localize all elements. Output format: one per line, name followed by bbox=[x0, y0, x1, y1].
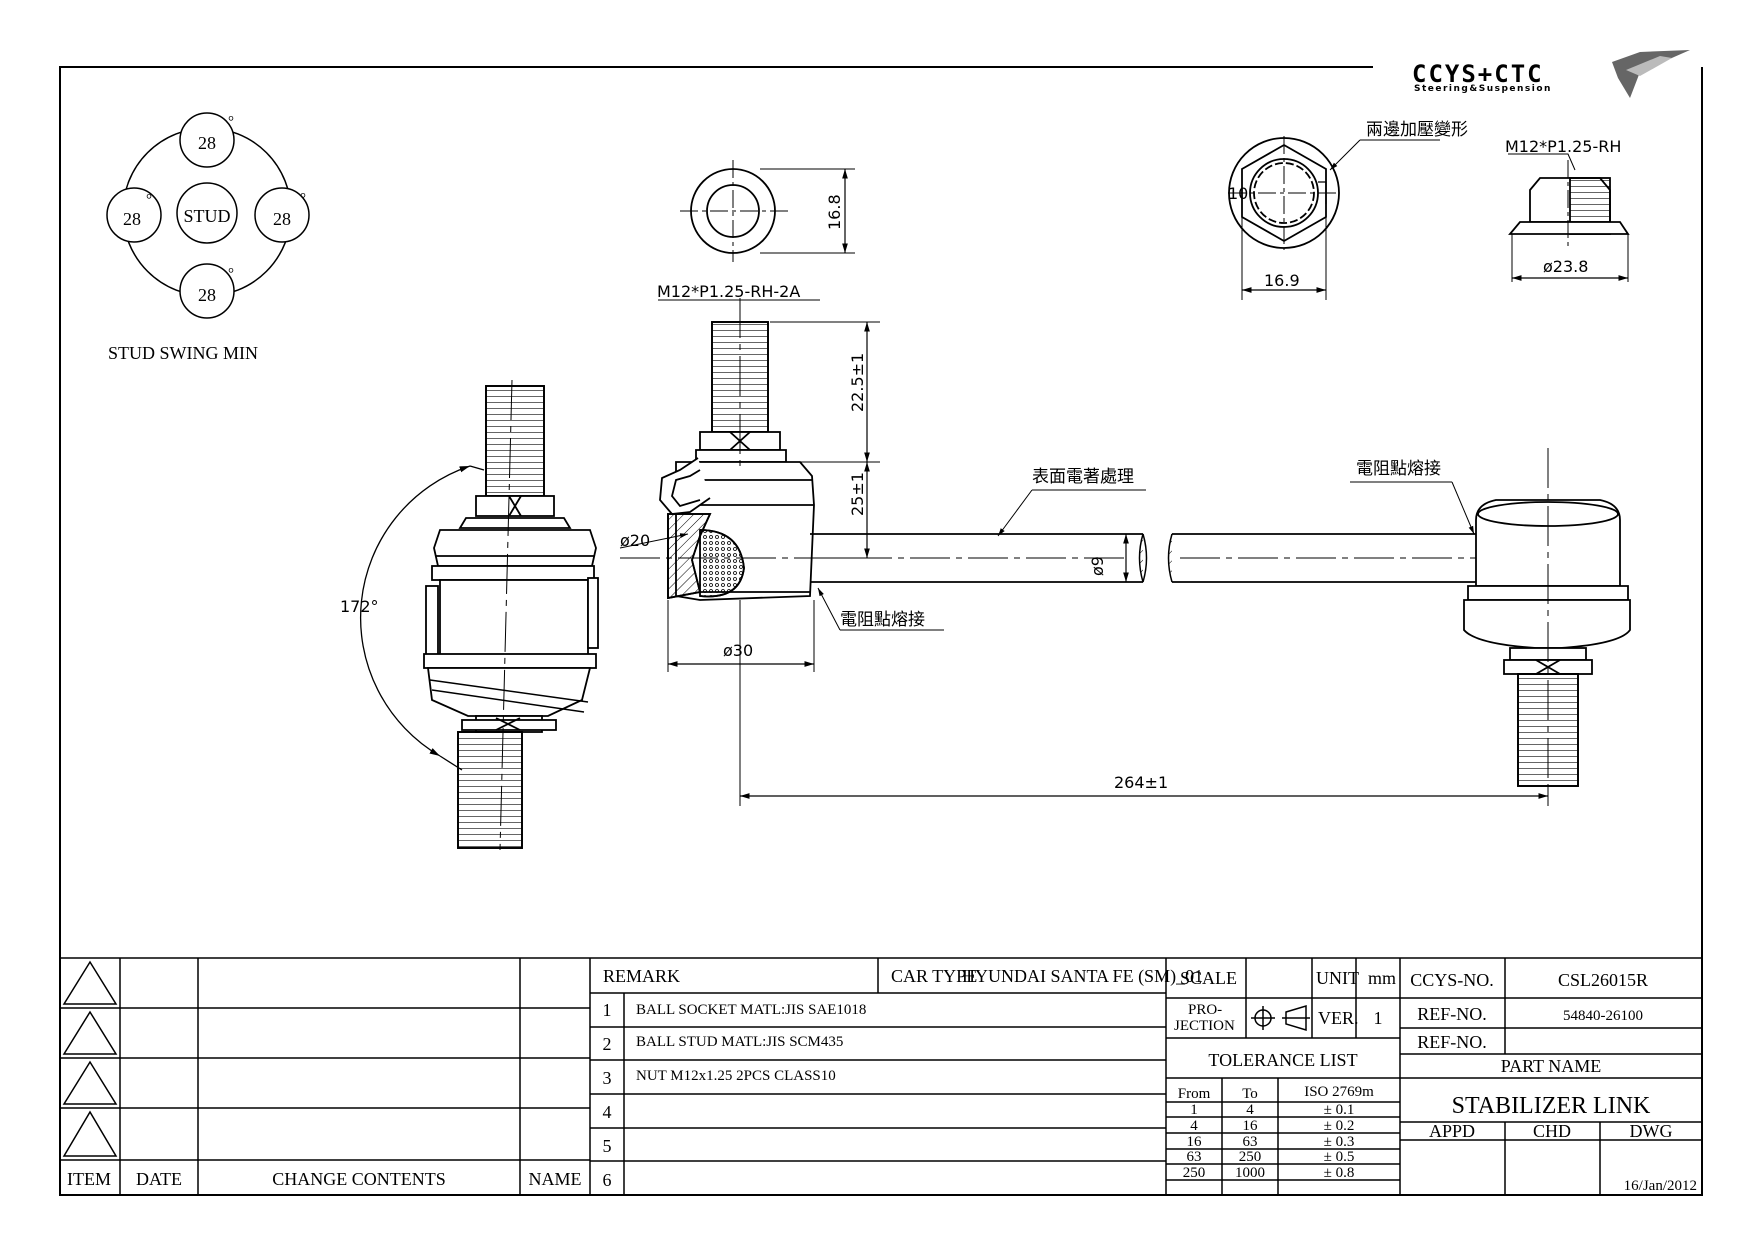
remark-text-1: BALL SOCKET MATL:JIS SAE1018 bbox=[636, 1002, 866, 1018]
swing-bottom-degree: ° bbox=[228, 266, 234, 282]
swing-right-value: 28 bbox=[273, 209, 291, 229]
tol-from-1: 1 bbox=[1190, 1102, 1198, 1118]
tol-to-1: 4 bbox=[1246, 1102, 1254, 1118]
ref-no-label: REF-NO. bbox=[1417, 1004, 1487, 1024]
company-logo: CCYS+CTC Steering&Suspension bbox=[1412, 50, 1690, 98]
ref-no-label-2: REF-NO. bbox=[1417, 1032, 1487, 1052]
remark-no-2: 2 bbox=[603, 1034, 612, 1054]
swing-center-label: STUD bbox=[183, 206, 230, 226]
tol-val-1: ± 0.1 bbox=[1324, 1102, 1355, 1118]
unit-label: UNIT bbox=[1316, 968, 1359, 988]
tol-to-2: 16 bbox=[1243, 1118, 1259, 1134]
tol-to-3: 63 bbox=[1243, 1134, 1258, 1150]
nut-side-view bbox=[1508, 153, 1630, 282]
car-type-label: CAR TYPE bbox=[891, 966, 977, 986]
rod-dia-dim: ø9 bbox=[1088, 556, 1107, 576]
remark-no-6: 6 bbox=[603, 1170, 612, 1190]
tol-from-5: 250 bbox=[1183, 1165, 1206, 1181]
ver-label: VER. bbox=[1318, 1008, 1359, 1028]
nut-width-dim: 16.9 bbox=[1264, 271, 1300, 290]
remark-header: REMARK bbox=[603, 966, 680, 986]
washer-height-dim: 16.8 bbox=[825, 194, 844, 230]
tol-to-5: 1000 bbox=[1235, 1165, 1265, 1181]
stud-length-dim: 22.5±1 bbox=[848, 353, 867, 412]
title-block bbox=[60, 957, 1702, 1195]
tol-val-2: ± 0.2 bbox=[1324, 1118, 1355, 1134]
rev-header-name: NAME bbox=[529, 1169, 582, 1189]
nut-dia-dim: ø23.8 bbox=[1543, 257, 1588, 276]
socket-dia-dim: ø30 bbox=[723, 641, 753, 660]
swing-right-degree: ° bbox=[300, 191, 306, 207]
part-name-value: STABILIZER LINK bbox=[1452, 1093, 1651, 1119]
tol-from-3: 16 bbox=[1187, 1134, 1203, 1150]
rev-header-item: ITEM bbox=[67, 1169, 111, 1189]
drawing-date: 16/Jan/2012 bbox=[1624, 1178, 1697, 1194]
stabilizer-link-side-view bbox=[619, 298, 1631, 806]
coating-note: 表面電著處理 bbox=[1032, 467, 1134, 487]
unit-value: mm bbox=[1368, 968, 1396, 988]
swing-caption: STUD SWING MIN bbox=[108, 343, 258, 363]
appd-label: APPD bbox=[1429, 1121, 1475, 1141]
ball-dia-dim: ø20 bbox=[620, 531, 650, 550]
tol-header-from: From bbox=[1178, 1086, 1211, 1102]
logo-tagline: Steering&Suspension bbox=[1414, 84, 1552, 94]
dwg-label: DWG bbox=[1630, 1121, 1673, 1141]
logo-brand: CCYS+CTC bbox=[1412, 60, 1544, 88]
sheet-border bbox=[59, 66, 1703, 1196]
nut-thread-dim: M12*P1.25-RH bbox=[1505, 137, 1621, 156]
scale-label: SCALE bbox=[1180, 968, 1237, 988]
tol-header-iso: ISO 2769m bbox=[1304, 1084, 1374, 1100]
tol-from-2: 4 bbox=[1190, 1118, 1198, 1134]
tol-from-4: 63 bbox=[1187, 1149, 1202, 1165]
rev-header-date: DATE bbox=[136, 1169, 182, 1189]
remark-no-4: 4 bbox=[603, 1102, 612, 1122]
remark-no-5: 5 bbox=[603, 1136, 612, 1156]
swing-top-degree: ° bbox=[228, 114, 234, 130]
tol-header-to: To bbox=[1242, 1086, 1258, 1102]
logo-swoosh-icon bbox=[1612, 50, 1690, 98]
swing-left-value: 28 bbox=[123, 209, 141, 229]
remark-no-3: 3 bbox=[603, 1068, 612, 1088]
tolerance-title: TOLERANCE LIST bbox=[1208, 1050, 1357, 1070]
tol-val-4: ± 0.5 bbox=[1324, 1149, 1355, 1165]
tol-val-3: ± 0.3 bbox=[1324, 1134, 1355, 1150]
remark-text-2: BALL STUD MATL:JIS SCM435 bbox=[636, 1034, 843, 1050]
tol-val-5: ± 0.8 bbox=[1324, 1165, 1355, 1181]
hex-nut-view bbox=[1228, 136, 1440, 300]
tol-to-4: 250 bbox=[1239, 1149, 1262, 1165]
stud-thread-dim: M12*P1.25-RH-2A bbox=[657, 282, 800, 301]
stud-swing-diagram: 28 ° 28 ° 28 ° 28 ° STUD STUD SWING MIN bbox=[106, 112, 310, 363]
ref-no-value: 54840-26100 bbox=[1563, 1008, 1643, 1024]
overall-length-dim: 264±1 bbox=[1114, 773, 1168, 792]
projection-label-2: JECTION bbox=[1174, 1018, 1235, 1034]
nut-af-dim: 10 bbox=[1228, 184, 1248, 203]
ver-value: 1 bbox=[1374, 1008, 1383, 1028]
swing-left-degree: ° bbox=[146, 192, 152, 208]
remark-no-1: 1 bbox=[603, 1000, 612, 1020]
body-height-dim: 25±1 bbox=[848, 472, 867, 516]
deform-note: 兩邊加壓變形 bbox=[1366, 120, 1468, 140]
weld-note-right: 電阻點熔接 bbox=[1356, 459, 1441, 479]
chd-label: CHD bbox=[1533, 1121, 1571, 1141]
swing-bottom-value: 28 bbox=[198, 285, 216, 305]
projection-label-1: PRO- bbox=[1188, 1002, 1222, 1018]
tilted-ball-joint bbox=[359, 379, 599, 851]
ccys-no-value: CSL26015R bbox=[1558, 970, 1648, 990]
washer-view bbox=[680, 160, 855, 262]
car-type-value: HYUNDAI SANTA FE (SM)_01 bbox=[962, 966, 1203, 987]
swing-top-value: 28 bbox=[198, 133, 216, 153]
swing-angle-dim: 172° bbox=[340, 597, 379, 616]
weld-note-left: 電阻點熔接 bbox=[840, 610, 925, 630]
ccys-no-label: CCYS-NO. bbox=[1410, 970, 1494, 990]
rev-header-change: CHANGE CONTENTS bbox=[272, 1169, 446, 1189]
remark-text-3: NUT M12x1.25 2PCS CLASS10 bbox=[636, 1068, 836, 1084]
part-name-label: PART NAME bbox=[1501, 1056, 1601, 1076]
